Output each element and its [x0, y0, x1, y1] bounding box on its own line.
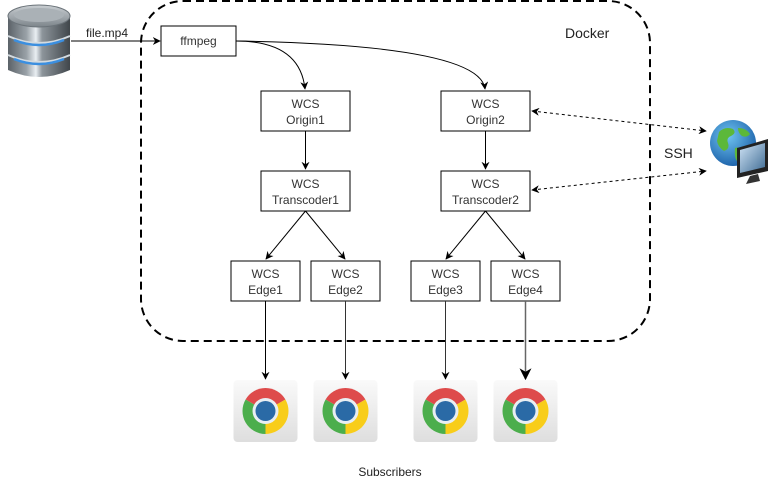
edge-transcoder2-edge3	[445, 210, 486, 260]
subscriber-4	[493, 380, 558, 442]
node-transcoder1-line2: Transcoder1	[272, 193, 339, 207]
database-icon	[7, 4, 71, 77]
edge-ffmpeg-origin1	[235, 40, 309, 90]
edge-admin-origin2	[531, 107, 707, 135]
edge-admin-transcoder2	[531, 167, 707, 194]
subscriber-1	[233, 380, 298, 442]
node-origin1-line2: Origin1	[286, 113, 325, 127]
chrome-browser-icon	[322, 388, 369, 434]
edge-label-file: file.mp4	[86, 26, 128, 40]
node-origin1-line1: WCS	[292, 97, 320, 111]
node-edge3: WCS Edge3	[410, 260, 481, 302]
subscriber-2	[313, 380, 378, 442]
node-edge4: WCS Edge4	[490, 260, 561, 302]
node-edge2: WCS Edge2	[310, 260, 381, 302]
node-edge3-line1: WCS	[432, 267, 460, 281]
chrome-browser-icon	[242, 388, 289, 434]
node-origin2-line1: WCS	[472, 97, 500, 111]
docker-label: Docker	[565, 25, 610, 41]
ssh-label: SSH	[664, 145, 693, 161]
edge-ffmpeg-origin2	[235, 40, 489, 90]
globe-monitor-icon	[710, 120, 768, 184]
node-edge4-line1: WCS	[512, 267, 540, 281]
node-origin2-line2: Origin2	[466, 113, 505, 127]
subscriber-3	[413, 380, 478, 442]
node-transcoder1-line1: WCS	[292, 177, 320, 191]
chrome-browser-icon	[502, 388, 549, 434]
node-edge2-line2: Edge2	[328, 283, 363, 297]
node-transcoder2-line1: WCS	[472, 177, 500, 191]
node-ffmpeg-label: ffmpeg	[180, 34, 216, 48]
chrome-browser-icon	[422, 387, 469, 434]
node-edge1: WCS Edge1	[230, 260, 301, 302]
node-edge3-line2: Edge3	[428, 283, 463, 297]
node-transcoder1: WCS Transcoder1	[260, 170, 351, 212]
node-edge1-line2: Edge1	[248, 283, 283, 297]
node-edge2-line1: WCS	[332, 267, 360, 281]
node-edge4-line2: Edge4	[508, 283, 543, 297]
edge-transcoder2-edge4	[485, 210, 526, 260]
subscribers-label: Subscribers	[358, 465, 421, 479]
node-edge1-line1: WCS	[252, 267, 280, 281]
node-ffmpeg: ffmpeg	[160, 25, 237, 57]
node-transcoder2: WCS Transcoder2	[440, 170, 531, 212]
node-transcoder2-line2: Transcoder2	[452, 193, 519, 207]
edge-transcoder1-edge1	[265, 210, 306, 260]
edge-transcoder1-edge2	[305, 210, 346, 260]
node-origin1: WCS Origin1	[260, 90, 351, 132]
node-origin2: WCS Origin2	[440, 90, 531, 132]
